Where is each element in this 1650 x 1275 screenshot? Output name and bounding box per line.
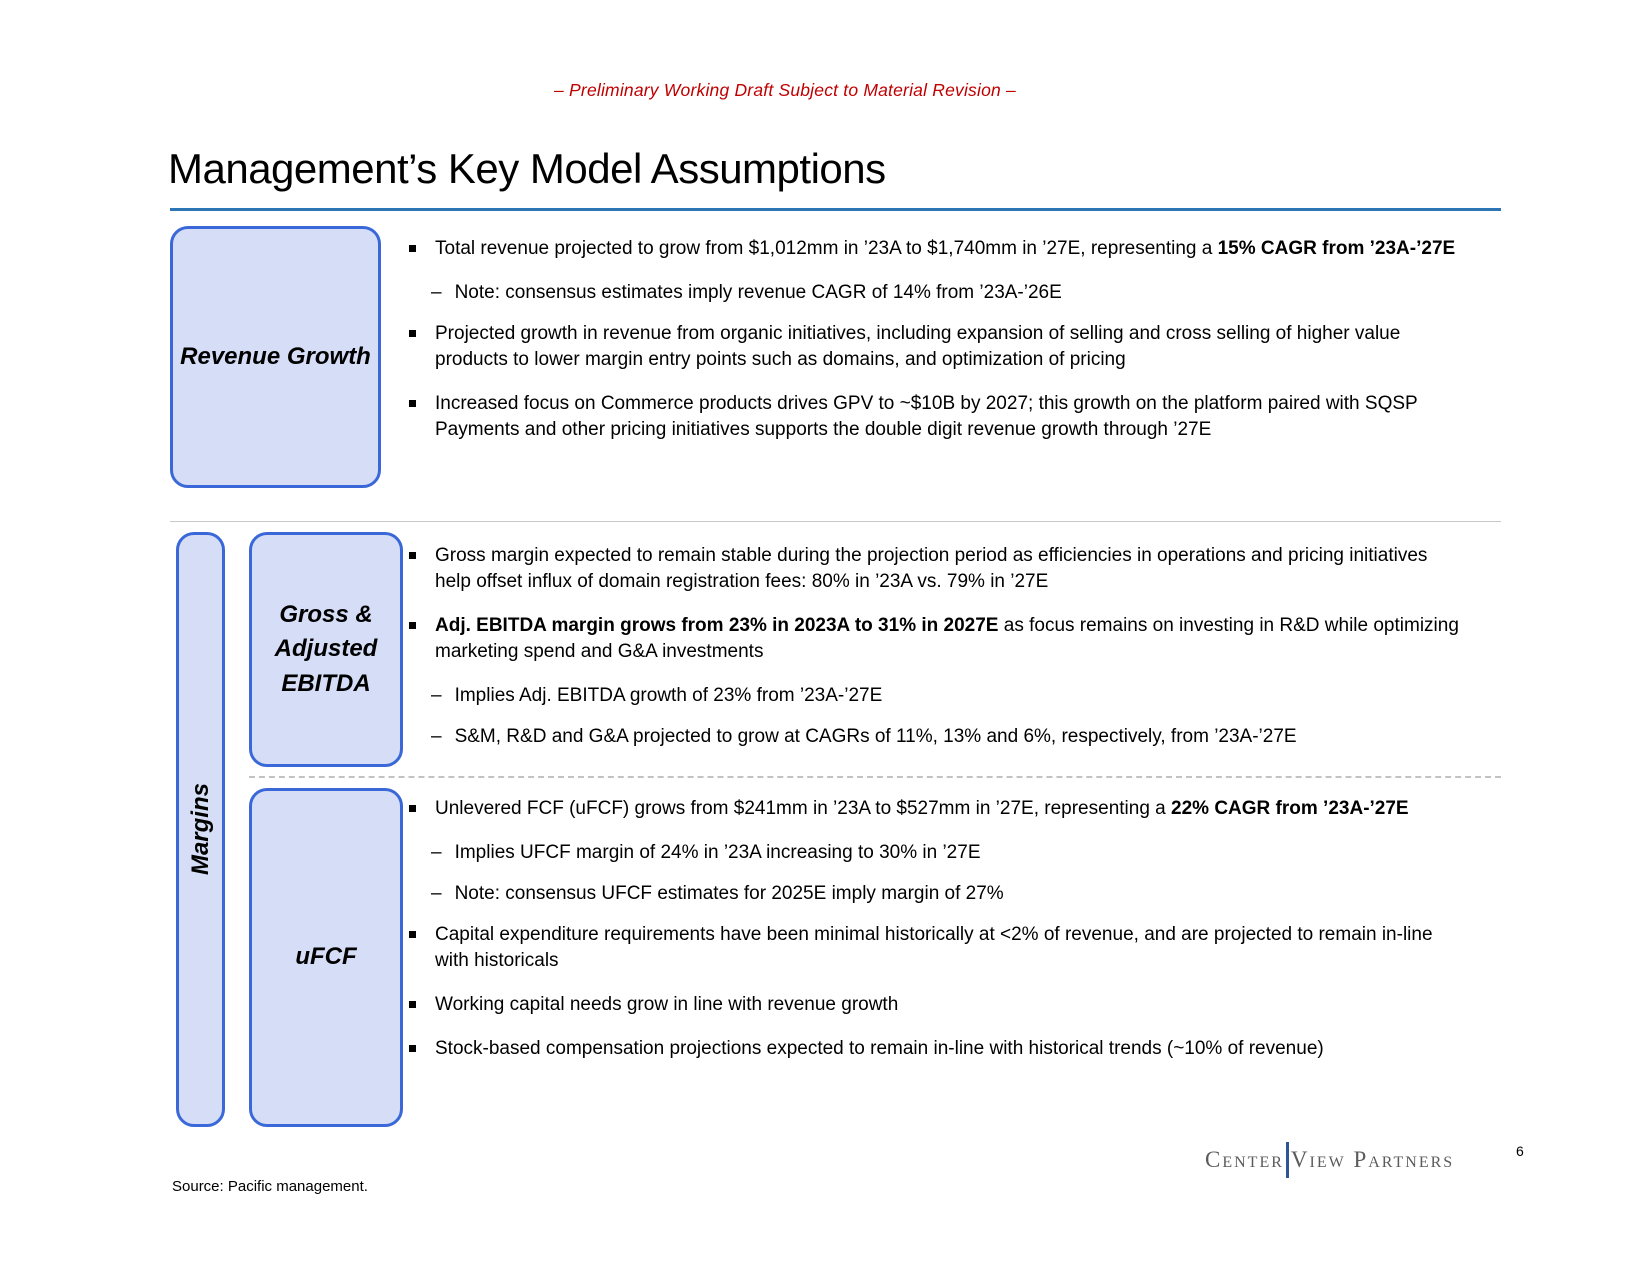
bullet-text: Note: consensus UFCF estimates for 2025E… [454, 883, 1004, 904]
bullet-text: Implies UFCF margin of 24% in ’23A incre… [454, 842, 981, 863]
sub-bullet-item: –S&M, R&D and G&A projected to grow at C… [405, 724, 1460, 750]
bullet-item: Total revenue projected to grow from $1,… [405, 236, 1460, 262]
square-bullet-marker [409, 1045, 416, 1052]
margins-label: Margins [186, 783, 214, 876]
sub-bullet-item: –Note: consensus estimates imply revenue… [405, 280, 1460, 306]
page-title: Management’s Key Model Assumptions [168, 145, 886, 192]
ufcf-box: uFCF [249, 788, 403, 1127]
title-underline [170, 208, 1501, 211]
sub-bullet-item: –Note: consensus UFCF estimates for 2025… [405, 881, 1460, 907]
page-number: 6 [1516, 1143, 1524, 1159]
draft-disclaimer: – Preliminary Working Draft Subject to M… [554, 80, 1016, 100]
bullet-text: Increased focus on Commerce products dri… [435, 393, 1418, 440]
bullet-item: Stock-based compensation projections exp… [405, 1036, 1460, 1062]
square-bullet-marker [409, 245, 416, 252]
bullet-text: Total revenue projected to grow from $1,… [435, 238, 1456, 259]
bullet-text: Projected growth in revenue from organic… [435, 323, 1401, 370]
centerview-partners-logo: Center View Partners [1205, 1140, 1454, 1180]
bullet-item: Increased focus on Commerce products dri… [405, 391, 1460, 443]
gross-adjusted-ebitda-box: Gross & Adjusted EBITDA [249, 532, 403, 767]
bullet-item: Gross margin expected to remain stable d… [405, 543, 1460, 595]
bullet-text: Unlevered FCF (uFCF) grows from $241mm i… [435, 798, 1409, 819]
ufcf-label: uFCF [295, 943, 357, 971]
bullet-text: Stock-based compensation projections exp… [435, 1038, 1324, 1059]
bullet-text: Working capital needs grow in line with … [435, 994, 899, 1015]
bullet-text: Note: consensus estimates imply revenue … [454, 282, 1062, 303]
dash-bullet-marker: – [431, 726, 442, 747]
bullet-item: Projected growth in revenue from organic… [405, 321, 1460, 373]
square-bullet-marker [409, 330, 416, 337]
ufcf-bullets: Unlevered FCF (uFCF) grows from $241mm i… [405, 796, 1460, 1080]
bullet-text: Capital expenditure requirements have be… [435, 924, 1433, 971]
bullet-item: Capital expenditure requirements have be… [405, 922, 1460, 974]
square-bullet-marker [409, 622, 416, 629]
square-bullet-marker [409, 931, 416, 938]
bullet-text: Adj. EBITDA margin grows from 23% in 202… [435, 615, 1459, 662]
gross-adjusted-ebitda-label: Gross & Adjusted EBITDA [274, 601, 378, 697]
logo-text-view-partners: View Partners [1290, 1147, 1455, 1172]
bullet-text: S&M, R&D and G&A projected to grow at CA… [454, 726, 1297, 747]
section-divider [170, 521, 1501, 522]
square-bullet-marker [409, 552, 416, 559]
square-bullet-marker [409, 400, 416, 407]
source-note: Source: Pacific management. [172, 1178, 368, 1195]
square-bullet-marker [409, 805, 416, 812]
margins-box: Margins [176, 532, 225, 1127]
dash-bullet-marker: – [431, 282, 442, 303]
bullet-text: Gross margin expected to remain stable d… [435, 545, 1428, 592]
sub-bullet-item: –Implies Adj. EBITDA growth of 23% from … [405, 683, 1460, 709]
logo-text-center: Center [1205, 1147, 1284, 1172]
dash-bullet-marker: – [431, 685, 442, 706]
sub-bullet-item: –Implies UFCF margin of 24% in ’23A incr… [405, 840, 1460, 866]
logo-bar [1285, 1142, 1289, 1178]
revenue-growth-label: Revenue Growth [180, 342, 371, 370]
dashed-divider [249, 776, 1501, 778]
revenue-growth-bullets: Total revenue projected to grow from $1,… [405, 236, 1460, 461]
revenue-growth-box: Revenue Growth [170, 226, 381, 488]
dash-bullet-marker: – [431, 883, 442, 904]
gross-adjusted-ebitda-bullets: Gross margin expected to remain stable d… [405, 543, 1460, 765]
square-bullet-marker [409, 1001, 416, 1008]
dash-bullet-marker: – [431, 842, 442, 863]
bullet-text: Implies Adj. EBITDA growth of 23% from ’… [454, 685, 883, 706]
bullet-item: Unlevered FCF (uFCF) grows from $241mm i… [405, 796, 1460, 822]
bullet-item: Adj. EBITDA margin grows from 23% in 202… [405, 613, 1460, 665]
bullet-item: Working capital needs grow in line with … [405, 992, 1460, 1018]
